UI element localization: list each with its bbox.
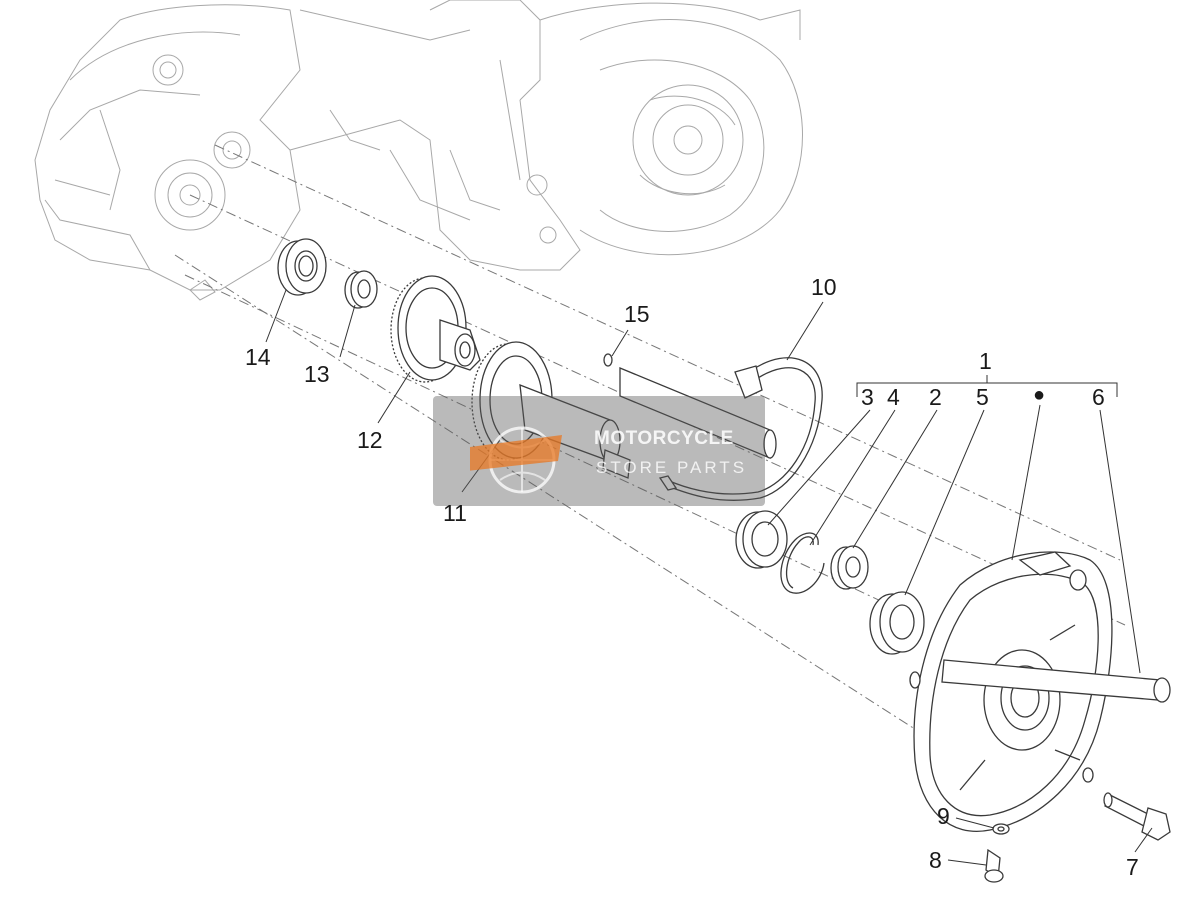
bearing-5 bbox=[869, 591, 925, 655]
callout-6: 6 bbox=[1092, 384, 1105, 410]
watermark-logo-icon bbox=[470, 426, 562, 494]
callout-14: 14 bbox=[245, 344, 271, 370]
callout-11: 11 bbox=[443, 500, 467, 526]
circlip-4 bbox=[780, 532, 825, 594]
watermark-text-line2: STORE PARTS bbox=[596, 458, 748, 477]
engine-block-ghost bbox=[34, 0, 803, 301]
callout-10: 10 bbox=[811, 274, 837, 300]
callout-15: 15 bbox=[624, 301, 650, 327]
gear-12 bbox=[390, 275, 481, 383]
callout-4: 4 bbox=[887, 384, 900, 410]
screw-8 bbox=[984, 848, 1004, 883]
watermark-text-line1: MOTORCYCLE bbox=[594, 428, 734, 449]
callout-7: 7 bbox=[1126, 854, 1139, 880]
callout-3: 3 bbox=[861, 384, 874, 410]
callout-2: 2 bbox=[929, 384, 942, 410]
callout-9: 9 bbox=[937, 803, 950, 829]
callout-5: 5 bbox=[976, 384, 989, 410]
dowel-pin-6 bbox=[941, 659, 1171, 703]
bearing-13 bbox=[344, 270, 378, 309]
callout-13: 13 bbox=[304, 361, 330, 387]
bolt-7 bbox=[1103, 792, 1171, 841]
driven-shaft bbox=[619, 367, 777, 459]
oil-seal-3 bbox=[735, 510, 788, 569]
callout-1: 1 bbox=[979, 348, 992, 374]
transmission-cover bbox=[909, 551, 1113, 832]
washer-9 bbox=[992, 823, 1010, 835]
callout-8: 8 bbox=[929, 847, 942, 873]
breather-tube-10 bbox=[658, 357, 823, 501]
callout-kit-marker: ● bbox=[1033, 384, 1046, 406]
bearing-2 bbox=[830, 545, 869, 590]
callout-12: 12 bbox=[357, 427, 383, 453]
clip-15 bbox=[603, 353, 613, 367]
bearing-14 bbox=[277, 238, 327, 296]
